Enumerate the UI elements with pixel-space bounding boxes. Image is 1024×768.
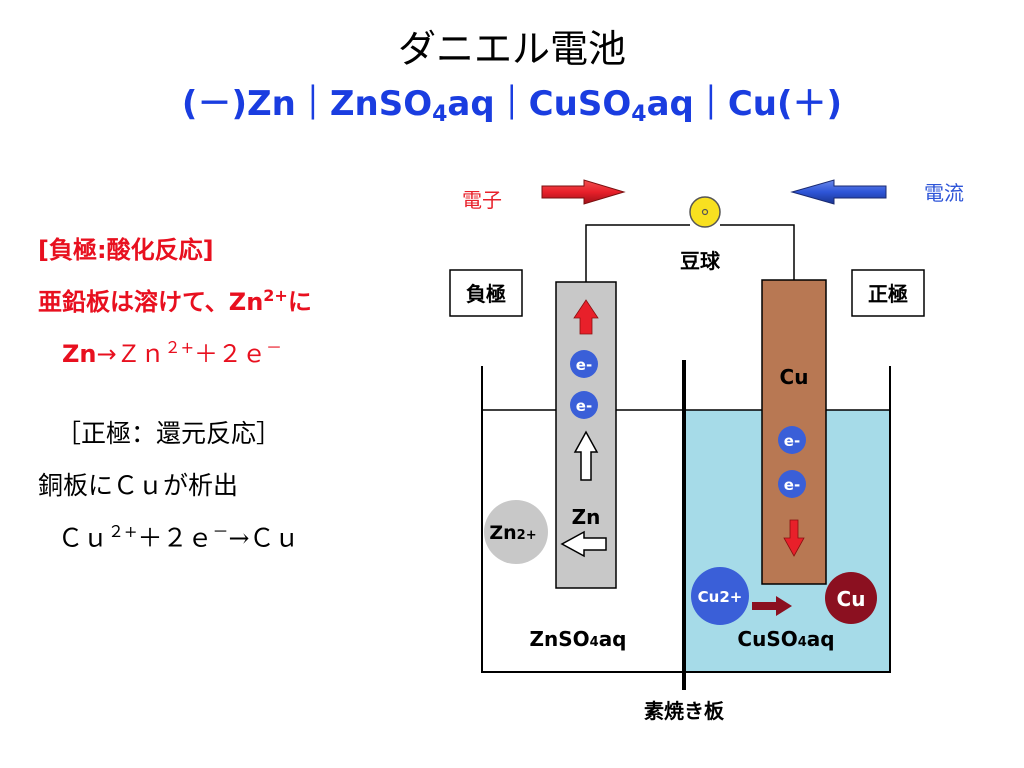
cu-electrode-label: Cu bbox=[780, 365, 809, 389]
negative-electrode-label: 負極 bbox=[466, 282, 506, 306]
zn-electrode-label: Zn bbox=[572, 505, 601, 529]
reduction-arrow-icon bbox=[752, 596, 792, 616]
zn-ion-label: Zn2+ bbox=[489, 522, 536, 544]
positive-description: 銅板にＣｕが析出 bbox=[38, 471, 239, 500]
positive-electrode-label: 正極 bbox=[868, 282, 908, 306]
separator-label: 素焼き板 bbox=[644, 699, 725, 723]
negative-heading: [負極:酸化反応] bbox=[38, 236, 214, 264]
cu-atom-ball-icon bbox=[825, 572, 877, 624]
positive-heading: ［正極：還元反応］ bbox=[56, 419, 282, 448]
bulb-label: 豆球 bbox=[680, 249, 721, 273]
hollow-left-arrow-icon bbox=[560, 530, 607, 558]
znso4-label: ZnSO4aq bbox=[529, 627, 626, 651]
bulb-icon bbox=[689, 196, 721, 228]
electron-ball-icon bbox=[778, 470, 806, 498]
electron-up-arrow-icon bbox=[573, 299, 599, 335]
zn-ion-ball-icon bbox=[484, 500, 548, 564]
current-label: 電流 bbox=[924, 181, 964, 205]
cell-notation: (－)Zn｜ZnSO4aq｜CuSO4aq｜Cu(＋) bbox=[181, 84, 843, 127]
electron-label: 電子 bbox=[462, 188, 502, 212]
electron-ball-icon bbox=[570, 391, 598, 419]
positive-electrode-box bbox=[851, 269, 925, 317]
cuso4-label: CuSO4aq bbox=[737, 627, 834, 651]
electron-ball-icon bbox=[570, 350, 598, 378]
negative-electrode-box bbox=[449, 269, 523, 317]
negative-description: 亜鉛板は溶けて、Zn2+に bbox=[38, 286, 312, 316]
cu-ion-ball-icon bbox=[691, 567, 749, 625]
cu-atom-label: Cu bbox=[837, 587, 866, 611]
hollow-up-arrow-icon bbox=[573, 430, 599, 481]
negative-equation: Zn→Ｚｎ２+＋２ｅ－ bbox=[62, 338, 283, 368]
electron-label-zn-2: e- bbox=[576, 397, 592, 415]
external-wire bbox=[585, 224, 795, 282]
electron-flow-arrow-icon bbox=[541, 179, 626, 205]
current-flow-arrow-icon bbox=[790, 179, 887, 205]
electron-label-cu-1: e- bbox=[784, 432, 800, 450]
positive-equation: Ｃｕ２+＋２ｅ－→Ｃｕ bbox=[58, 522, 300, 553]
cu-ion-label: Cu2+ bbox=[698, 588, 743, 606]
electron-label-zn-1: e- bbox=[576, 356, 592, 374]
electron-label-cu-2: e- bbox=[784, 476, 800, 494]
bulb-filament-icon bbox=[701, 208, 709, 216]
electron-down-arrow-icon bbox=[783, 519, 805, 557]
electron-ball-icon bbox=[778, 426, 806, 454]
page-title: ダニエル電池 bbox=[397, 27, 626, 71]
